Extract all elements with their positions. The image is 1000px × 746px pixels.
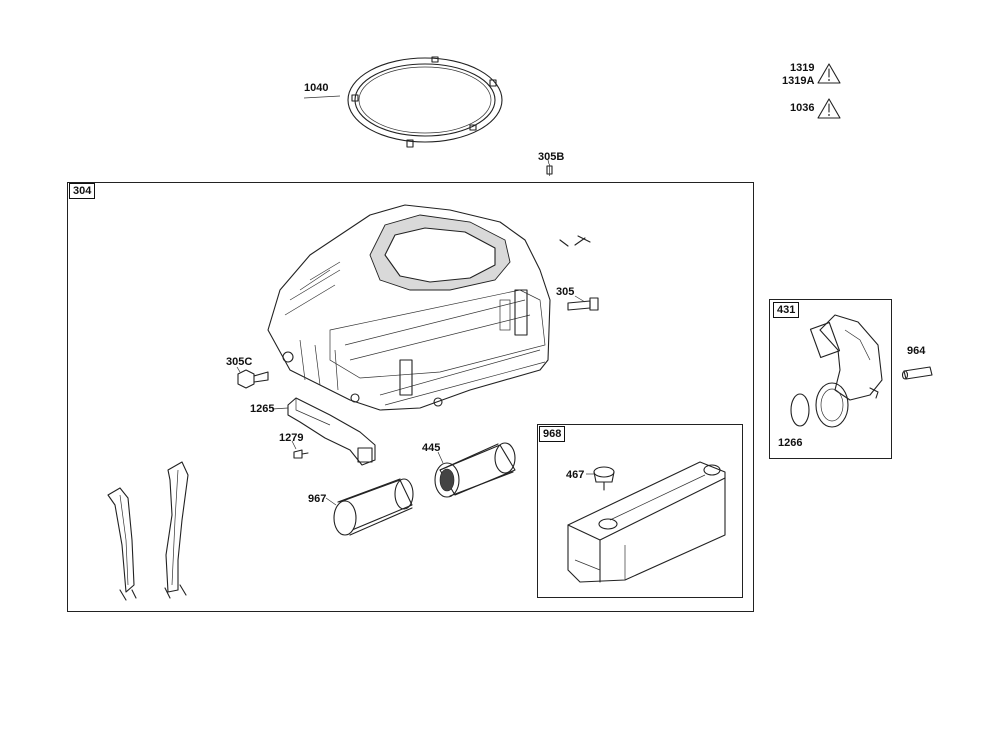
blower-housing-part[interactable] [267,204,551,411]
bracket-1265-part[interactable] [287,397,376,466]
label-1040[interactable]: 1040 [304,82,329,94]
label-1319[interactable]: 1319 [790,62,815,74]
label-967[interactable]: 967 [308,493,327,505]
fuel-tank-968-part[interactable] [567,461,726,583]
bolt-305c-part[interactable] [237,369,269,389]
label-305c[interactable]: 305C [226,356,253,368]
label-305[interactable]: 305 [556,286,575,298]
screw-305-part[interactable] [567,297,599,311]
gasket-ring-part[interactable] [347,56,503,148]
label-1266[interactable]: 1266 [778,437,803,449]
warning-triangle-icon [817,63,841,84]
label-964[interactable]: 964 [907,345,926,357]
air-filter-445-part[interactable] [434,442,516,498]
box-tag-304[interactable]: 304 [69,183,96,199]
intake-elbow-431-part[interactable] [790,314,883,428]
warning-triangle-icon [817,98,841,119]
small-bolts-part[interactable] [559,235,591,247]
screw-1279-part[interactable] [293,449,309,459]
label-467[interactable]: 467 [566,469,585,481]
box-tag-968[interactable]: 968 [539,426,566,442]
fuel-hoses-part[interactable] [107,461,189,601]
label-1319a[interactable]: 1319A [782,75,815,87]
screw-305b-part[interactable] [546,164,553,176]
label-1265[interactable]: 1265 [250,403,275,415]
pin-964-part[interactable] [901,366,933,380]
assembly-frame-968 [537,424,743,598]
label-305b[interactable]: 305B [538,151,565,163]
leader-lines [236,95,594,506]
assembly-frame-304 [67,182,754,612]
label-445[interactable]: 445 [422,442,441,454]
pre-cleaner-967-part[interactable] [333,478,414,536]
label-1279[interactable]: 1279 [279,432,304,444]
label-1036[interactable]: 1036 [790,102,815,114]
fuel-cap-467-part[interactable] [593,466,615,491]
assembly-frame-431 [769,299,892,459]
box-tag-431[interactable]: 431 [773,302,800,318]
